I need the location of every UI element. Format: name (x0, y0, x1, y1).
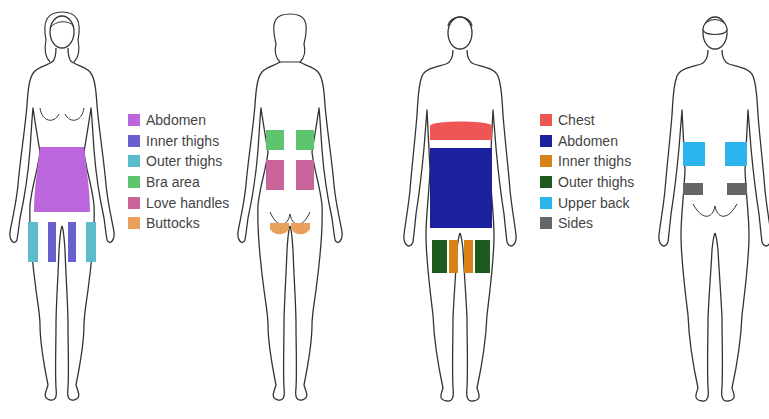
buttock-region (291, 223, 310, 234)
abdomen-region (34, 147, 90, 212)
legend-label: Abdomen (146, 112, 206, 128)
inner-thigh-region (68, 222, 76, 262)
legend: ChestAbdomenInner thighsOuter thighsUppe… (540, 110, 634, 234)
inner-thigh-region (449, 240, 458, 273)
love-handle-region (296, 160, 314, 190)
legend-swatch (540, 155, 552, 167)
upper-back-region (725, 142, 747, 166)
legend-row: Inner thighs (540, 151, 634, 172)
legend-row: Outer thighs (128, 151, 229, 172)
legend-swatch (540, 135, 552, 147)
male-back (659, 17, 769, 401)
outer-thigh-region (86, 222, 96, 262)
legend-label: Outer thighs (146, 153, 222, 169)
legend-row: Sides (540, 213, 634, 234)
legend-label: Bra area (146, 174, 200, 190)
side-region (727, 183, 747, 195)
outer-thigh-region (432, 240, 447, 273)
inner-thigh-region (464, 240, 473, 273)
female-back (238, 14, 342, 400)
chest-region (430, 122, 492, 141)
upper-back-region (683, 142, 705, 166)
legend-swatch (540, 217, 552, 229)
legend-swatch (128, 197, 140, 209)
abdomen-region (430, 148, 492, 228)
legend-swatch (540, 176, 552, 188)
legend-label: Inner thighs (146, 133, 219, 149)
legend-label: Chest (558, 112, 595, 128)
legend-label: Buttocks (146, 215, 200, 231)
love-handle-region (266, 160, 284, 190)
legend-row: Bra area (128, 172, 229, 193)
legend-row: Upper back (540, 192, 634, 213)
bra-area-region (296, 130, 314, 150)
legend-swatch (128, 155, 140, 167)
legend-label: Sides (558, 215, 593, 231)
legend-swatch (128, 135, 140, 147)
legend-label: Abdomen (558, 133, 618, 149)
legend-label: Upper back (558, 195, 630, 211)
legend-label: Outer thighs (558, 174, 634, 190)
buttock-region (270, 223, 289, 234)
legend-row: Abdomen (540, 131, 634, 152)
inner-thigh-region (48, 222, 56, 262)
legend-row: Love handles (128, 192, 229, 213)
legend-swatch (540, 114, 552, 126)
bra-area-region (266, 130, 284, 150)
legend-label: Love handles (146, 195, 229, 211)
legend-swatch (540, 197, 552, 209)
male-front (404, 17, 516, 401)
legend-row: Inner thighs (128, 131, 229, 152)
legend: AbdomenInner thighsOuter thighsBra areaL… (128, 110, 229, 234)
side-region (683, 183, 703, 195)
outer-thigh-region (475, 240, 490, 273)
legend-row: Chest (540, 110, 634, 131)
female-front (10, 12, 114, 400)
legend-row: Abdomen (128, 110, 229, 131)
legend-label: Inner thighs (558, 153, 631, 169)
legend-row: Outer thighs (540, 172, 634, 193)
legend-swatch (128, 114, 140, 126)
legend-row: Buttocks (128, 213, 229, 234)
legend-swatch (128, 217, 140, 229)
legend-swatch (128, 176, 140, 188)
outer-thigh-region (28, 222, 38, 262)
